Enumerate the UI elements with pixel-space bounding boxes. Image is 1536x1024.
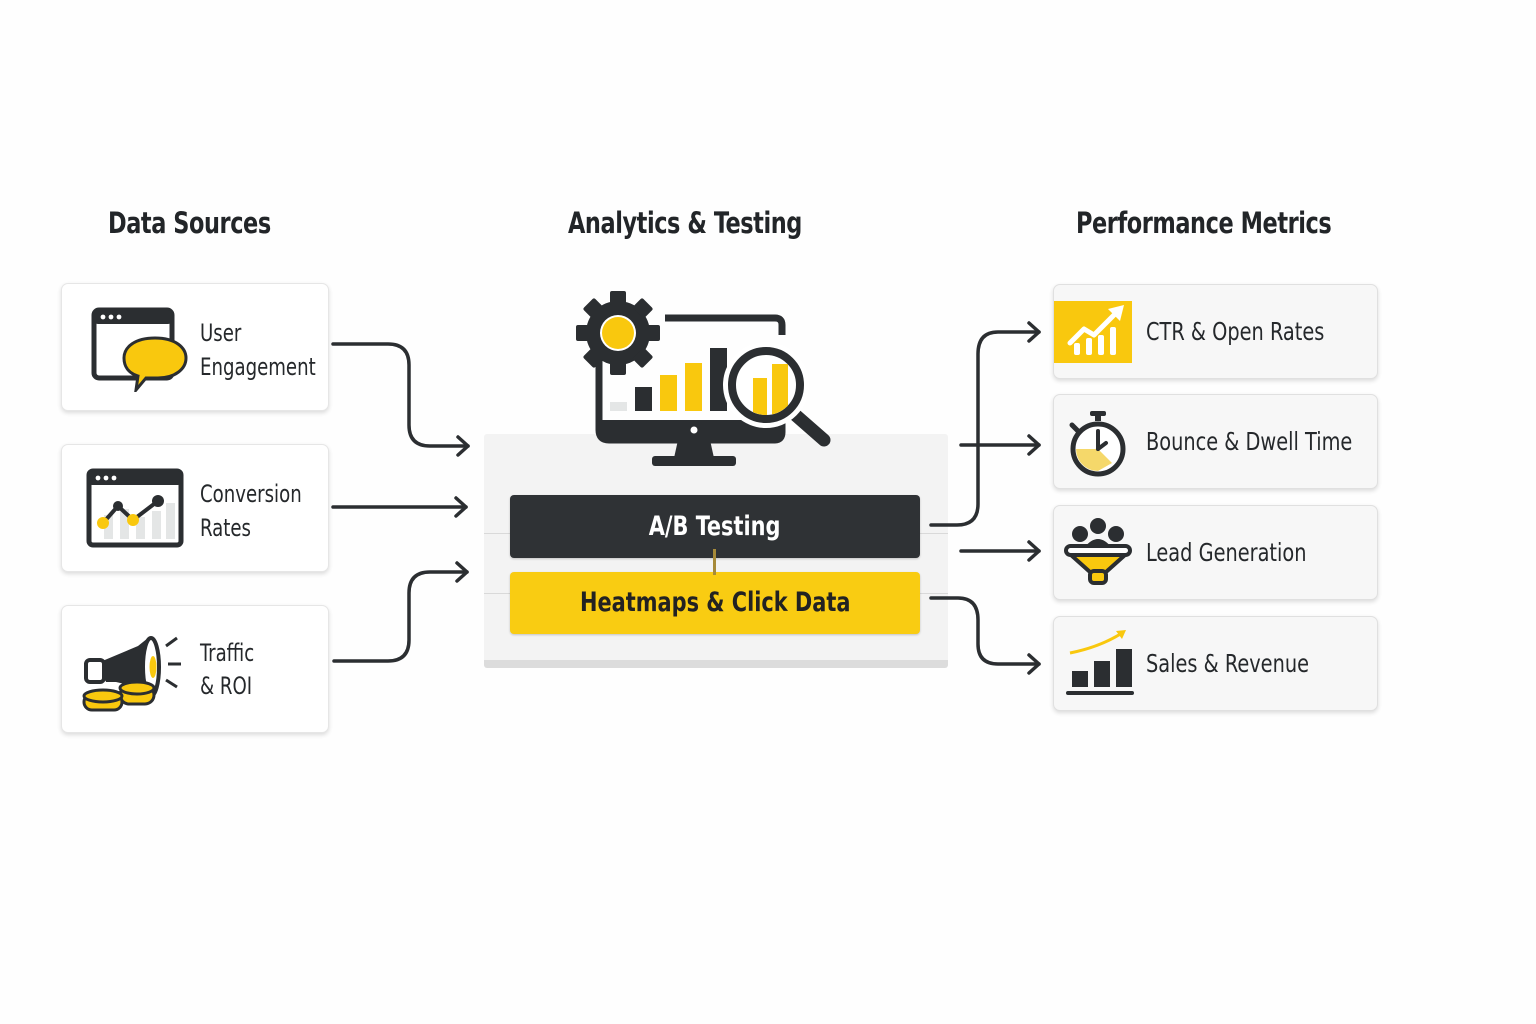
source-label-line2: & ROI xyxy=(200,672,253,700)
source-card-conversion-rates: Conversion Rates xyxy=(61,444,329,572)
heatmaps-label: Heatmaps & Click Data xyxy=(579,587,851,618)
source-label-line1: User xyxy=(200,319,242,347)
bar-chart-growth-icon xyxy=(1066,630,1134,695)
source-label-line2: Engagement xyxy=(200,353,316,381)
browser-chat-bubble-icon xyxy=(91,307,188,392)
arrowhead xyxy=(1027,653,1041,675)
metric-card-bounce: Bounce & Dwell Time xyxy=(1053,394,1378,489)
trending-up-bars-icon xyxy=(1054,301,1132,363)
source-label-line2: Rates xyxy=(200,514,251,542)
metric-label: CTR & Open Rates xyxy=(1146,317,1325,346)
arrowhead xyxy=(454,496,468,518)
metric-label: Lead Generation xyxy=(1146,538,1307,567)
people-funnel-icon xyxy=(1064,518,1132,585)
metric-label: Sales & Revenue xyxy=(1146,649,1310,678)
browser-line-chart-icon xyxy=(86,468,184,548)
arrowhead xyxy=(1027,321,1041,343)
arrowhead xyxy=(1027,540,1041,562)
source-card-user-engagement: User Engagement xyxy=(61,283,329,411)
metric-card-lead-generation: Lead Generation xyxy=(1053,505,1378,600)
ab-testing-block: A/B Testing xyxy=(510,495,920,558)
arrow-traffic-roi xyxy=(332,570,469,663)
arrowhead xyxy=(455,561,469,583)
arrowhead xyxy=(1027,434,1041,456)
arrow-user-engagement xyxy=(331,342,470,448)
ab-testing-label: A/B Testing xyxy=(649,511,781,542)
megaphone-coins-icon xyxy=(82,636,181,712)
heading-analytics-testing: Analytics & Testing xyxy=(568,206,802,240)
source-label-line1: Traffic xyxy=(200,639,255,667)
metric-label: Bounce & Dwell Time xyxy=(1146,427,1353,456)
arrow-ctr xyxy=(929,330,1041,527)
metric-card-ctr: CTR & Open Rates xyxy=(1053,284,1378,379)
arrow-sales-revenue xyxy=(929,596,1041,666)
arrowhead xyxy=(456,435,470,457)
heatmaps-block: Heatmaps & Click Data xyxy=(510,572,920,634)
source-card-traffic-roi: Traffic & ROI xyxy=(61,605,329,733)
stopwatch-icon xyxy=(1069,411,1126,477)
monitor-gear-magnifier-icon xyxy=(576,291,831,466)
block-connector xyxy=(713,549,716,575)
metric-card-sales-revenue: Sales & Revenue xyxy=(1053,616,1378,711)
source-label-line1: Conversion xyxy=(200,480,302,508)
heading-data-sources: Data Sources xyxy=(108,206,271,240)
heading-performance-metrics: Performance Metrics xyxy=(1076,206,1332,240)
